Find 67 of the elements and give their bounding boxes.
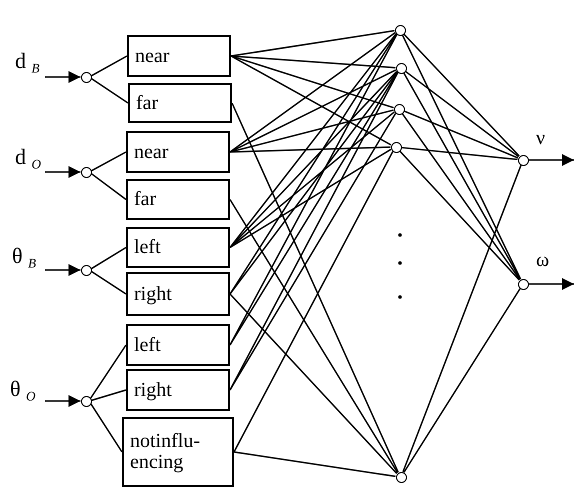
connection-line bbox=[230, 32, 396, 153]
connection-line bbox=[230, 55, 394, 108]
connection-line bbox=[91, 55, 128, 76]
connection-line bbox=[91, 389, 126, 402]
connection-line bbox=[404, 70, 520, 158]
connection-line bbox=[230, 148, 392, 248]
neuron-node bbox=[396, 472, 406, 482]
connection-line bbox=[90, 270, 126, 295]
connection-line bbox=[45, 395, 80, 407]
connection-line bbox=[233, 151, 394, 452]
connection-line bbox=[45, 166, 80, 178]
connection-line bbox=[90, 403, 123, 452]
connection-line bbox=[403, 288, 521, 473]
neuron-node bbox=[518, 278, 528, 290]
connection-line bbox=[230, 30, 395, 57]
connection-line bbox=[230, 146, 391, 153]
neuron-node bbox=[80, 166, 92, 178]
connection-line bbox=[90, 344, 127, 399]
membership-box: notinflu- encing bbox=[122, 417, 234, 487]
connection-line bbox=[231, 102, 399, 473]
connection-line bbox=[229, 293, 398, 474]
neuron-node bbox=[80, 396, 92, 406]
connection-line bbox=[404, 110, 518, 159]
connection-line bbox=[402, 113, 520, 280]
output-arrow bbox=[528, 278, 574, 290]
membership-box: far bbox=[126, 179, 230, 220]
connection-line bbox=[230, 109, 394, 153]
input-variable-label: θ $_{O}$ bbox=[10, 378, 36, 403]
connection-line bbox=[402, 164, 522, 472]
membership-box: left bbox=[126, 227, 230, 268]
neuron-node bbox=[394, 104, 404, 114]
connection-line bbox=[91, 151, 126, 172]
membership-box: left bbox=[126, 324, 230, 366]
connection-line bbox=[90, 246, 126, 270]
connection-line bbox=[90, 78, 128, 104]
neuron-node bbox=[518, 154, 528, 166]
connection-line bbox=[402, 34, 522, 280]
membership-box: far bbox=[128, 83, 232, 123]
membership-box: near bbox=[127, 35, 231, 77]
neuron-node bbox=[390, 142, 402, 152]
connection-line bbox=[45, 71, 80, 83]
connection-line bbox=[229, 33, 397, 248]
neuron-node bbox=[396, 62, 406, 74]
connection-line bbox=[90, 172, 126, 200]
connection-line bbox=[401, 146, 518, 160]
input-variable-label: d $_{O}$ bbox=[15, 146, 42, 171]
membership-box: right bbox=[126, 272, 230, 316]
input-variable-label: d $_{B}$ bbox=[15, 50, 40, 75]
connection-line bbox=[230, 55, 396, 68]
neuron-node bbox=[80, 72, 92, 82]
input-variable-label: θ $_{B}$ bbox=[12, 245, 36, 270]
connection-line bbox=[234, 451, 396, 478]
membership-box: near bbox=[126, 131, 230, 173]
connection-line bbox=[230, 111, 395, 248]
output-variable-label: ω bbox=[536, 250, 550, 270]
output-variable-label: ν bbox=[536, 128, 546, 148]
neuron-node bbox=[394, 24, 406, 36]
connection-line bbox=[45, 264, 80, 276]
membership-box: right bbox=[126, 369, 230, 411]
connection-line bbox=[403, 72, 521, 280]
connection-line bbox=[403, 33, 520, 157]
connection-line bbox=[399, 150, 520, 280]
connection-line bbox=[229, 199, 398, 474]
output-arrow bbox=[528, 154, 574, 166]
connection-line bbox=[230, 69, 396, 153]
connection-line bbox=[230, 55, 392, 146]
neuron-node bbox=[80, 264, 92, 276]
